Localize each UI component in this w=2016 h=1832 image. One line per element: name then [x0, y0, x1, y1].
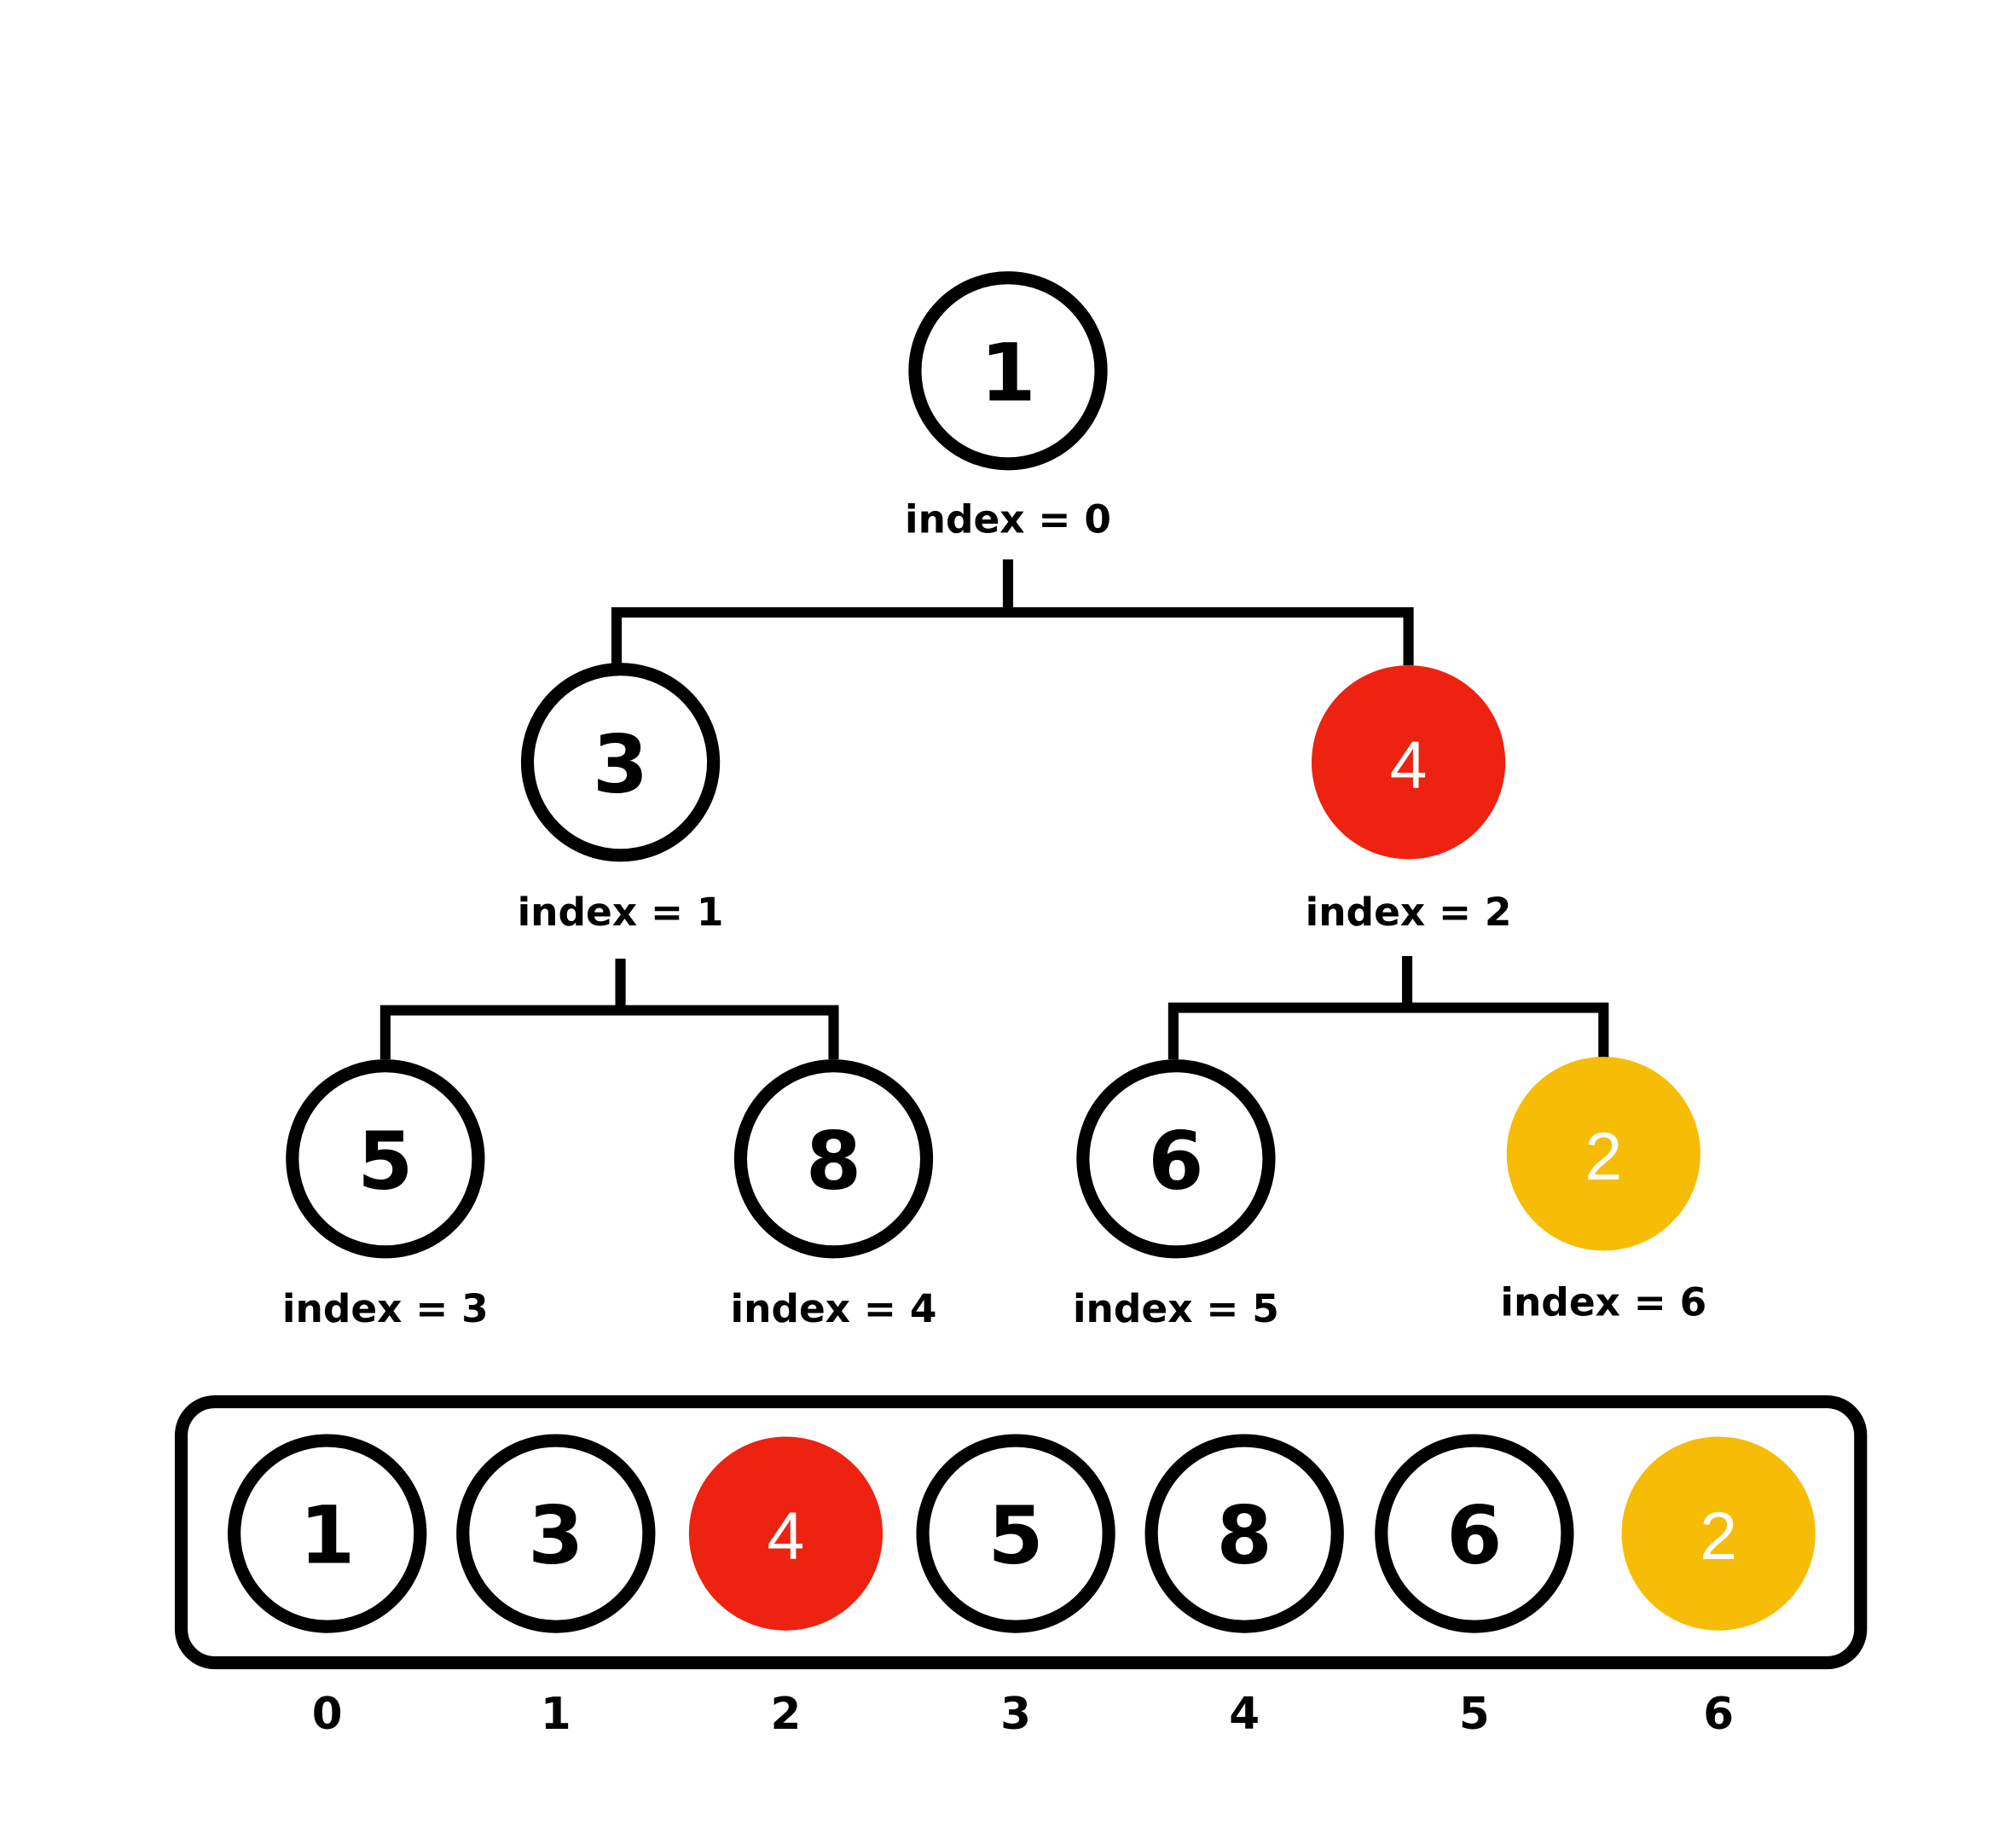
array-cell: 42 [688, 1436, 883, 1740]
node-value: 5 [357, 1115, 413, 1208]
array-cell: 31 [456, 1434, 656, 1740]
array-circle [1144, 1434, 1344, 1633]
node-value: 6 [1148, 1115, 1203, 1208]
array-cell: 65 [1375, 1434, 1574, 1740]
tree-edges [379, 559, 1609, 1060]
node-index-label: index = 0 [905, 496, 1111, 542]
array-index-label: 6 [1703, 1689, 1734, 1740]
array-index-label: 4 [1229, 1689, 1260, 1740]
array-value: 6 [1446, 1490, 1502, 1583]
node-circle-parent [1311, 665, 1506, 860]
array-value: 4 [768, 1499, 805, 1574]
node-index-label: index = 2 [1306, 890, 1512, 935]
node-circle [1076, 1059, 1276, 1259]
array-value: 3 [528, 1490, 583, 1583]
array-value: 2 [1700, 1499, 1737, 1574]
node-value: 2 [1584, 1119, 1622, 1194]
node-index-label: index = 4 [731, 1286, 937, 1331]
array-circle [228, 1434, 427, 1633]
node-circle-new [1506, 1057, 1700, 1251]
node-circle [733, 1059, 934, 1259]
tree-node: 3 index = 1 [518, 663, 724, 935]
array-cell: 53 [916, 1434, 1115, 1740]
array-circle-new [1621, 1436, 1816, 1631]
tree-nodes: 1 index = 0 3 index = 1 4 index = 2 5 index = 3… [282, 271, 1706, 1331]
node-value: 3 [593, 718, 648, 811]
node-index-label: index = 6 [1500, 1279, 1706, 1325]
tree-node: 5 index = 3 [282, 1059, 489, 1331]
tree-node: 2 index = 6 [1500, 1057, 1706, 1325]
node-value: 1 [980, 327, 1035, 420]
tree-node: 8 index = 4 [731, 1059, 937, 1331]
array-index-label: 5 [1459, 1689, 1490, 1740]
edge-0-children [611, 559, 1414, 666]
array-cell: 84 [1144, 1434, 1344, 1740]
node-index-label: index = 5 [1073, 1286, 1279, 1331]
tree-node: 1 index = 0 [905, 271, 1111, 542]
edge-2-children [1167, 955, 1609, 1060]
edge-1-children [379, 958, 839, 1060]
array-circle [1375, 1434, 1574, 1633]
array-index-label: 1 [541, 1689, 571, 1740]
array-circle [456, 1434, 656, 1633]
array-index-label: 3 [1000, 1689, 1031, 1740]
array-circle [916, 1434, 1115, 1633]
node-index-label: index = 1 [518, 890, 724, 935]
node-index-label: index = 3 [282, 1286, 489, 1331]
array-circle-parent [688, 1436, 883, 1631]
array-index-label: 2 [771, 1689, 802, 1740]
array-value: 8 [1217, 1490, 1272, 1583]
node-circle [520, 663, 721, 862]
array-cell: 26 [1621, 1436, 1816, 1740]
tree-node: 4 index = 2 [1306, 665, 1512, 935]
node-circle [286, 1059, 485, 1259]
tree-node: 6 index = 5 [1073, 1059, 1279, 1331]
node-circle [908, 271, 1108, 471]
array-value: 5 [988, 1490, 1043, 1583]
array-index-label: 0 [312, 1689, 343, 1740]
node-value: 8 [806, 1115, 861, 1208]
array-value: 1 [299, 1490, 355, 1583]
node-value: 4 [1390, 728, 1428, 803]
array-cell: 10 [228, 1434, 427, 1740]
